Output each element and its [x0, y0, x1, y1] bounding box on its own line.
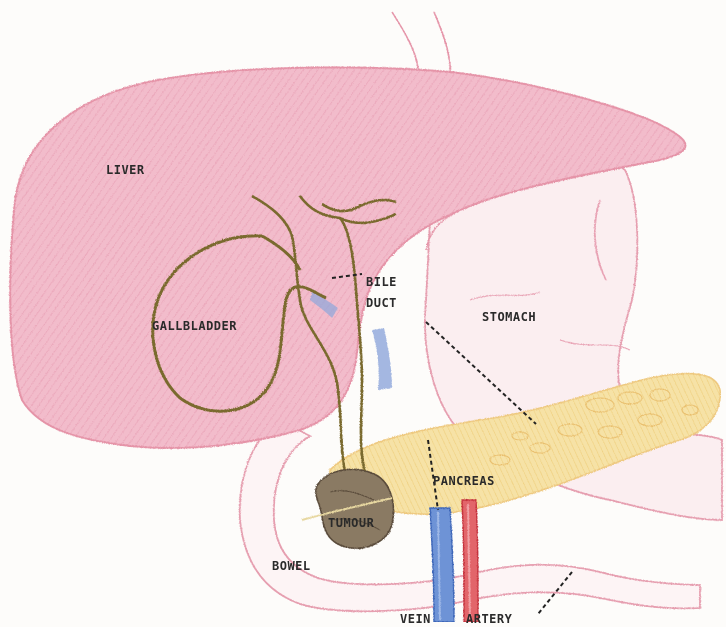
bile-duct-shading: [372, 328, 392, 390]
stomach-label: STOMACH: [482, 310, 536, 325]
bile-label: BILE: [366, 275, 397, 290]
duct-label: DUCT: [366, 296, 397, 311]
tumour: [302, 469, 393, 548]
bowel-label: BOWEL: [272, 559, 311, 574]
artery-label: ARTERY: [466, 612, 512, 627]
vein-label: VEIN: [400, 612, 431, 627]
gallbladder-label: GALLBLADDER: [152, 319, 237, 334]
liver-label: LIVER: [106, 163, 145, 178]
tumour-label: TUMOUR: [328, 516, 374, 531]
vein: [430, 508, 454, 622]
pancreas-label: PANCREAS: [433, 474, 495, 489]
artery: [462, 500, 478, 622]
